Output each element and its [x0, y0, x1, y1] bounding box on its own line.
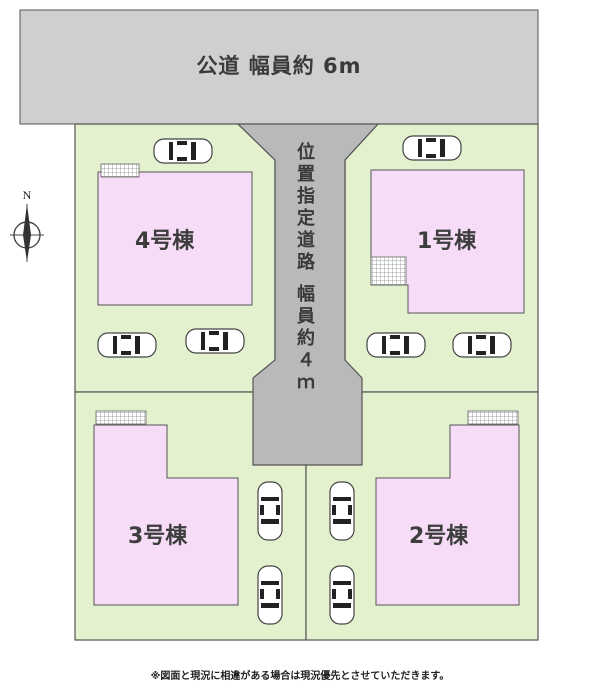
north-label: N	[23, 188, 32, 202]
car-icon	[366, 332, 426, 358]
private-road-label-char: 位	[297, 142, 315, 163]
deck-hatch-icon	[95, 410, 147, 425]
private-road-label-char: 員	[297, 306, 315, 327]
public-road	[19, 9, 539, 125]
house-4-label: 4号棟	[135, 229, 195, 254]
private-road-label-char: ｍ	[297, 372, 315, 393]
car-icon	[329, 481, 355, 541]
deck-hatch-icon	[467, 410, 519, 425]
private-road-label-char: 道	[297, 230, 315, 251]
house-3	[93, 424, 239, 606]
car-icon	[452, 332, 512, 358]
house-1-label: 1号棟	[417, 229, 477, 254]
house-4	[97, 171, 253, 306]
private-road-label-char: 約	[297, 328, 315, 349]
footnote: ※図面と現況に相違がある場合は現況優先とさせていただきます。	[150, 671, 450, 682]
private-road	[236, 123, 380, 466]
private-road-label-char: 置	[297, 164, 315, 185]
car-icon	[153, 138, 213, 164]
public-road-label: 公道 幅員約 6m	[196, 54, 362, 78]
deck-hatch-icon	[100, 163, 140, 178]
car-icon	[97, 332, 157, 358]
deck-hatch-icon	[370, 256, 407, 286]
car-icon	[329, 565, 355, 625]
private-road-label-char: 幅	[297, 284, 315, 305]
private-road-label-char: 路	[297, 252, 315, 273]
car-icon	[402, 135, 462, 161]
car-icon	[185, 328, 245, 354]
car-icon	[257, 481, 283, 541]
car-icon	[257, 565, 283, 625]
house-3-label: 3号棟	[128, 524, 188, 549]
private-road-label-char: 定	[297, 208, 315, 229]
compass-icon	[10, 204, 44, 262]
private-road-label-char: ４	[297, 350, 315, 371]
private-road-label-char: 指	[297, 186, 315, 207]
house-2-label: 2号棟	[409, 524, 469, 549]
house-2	[375, 424, 520, 606]
